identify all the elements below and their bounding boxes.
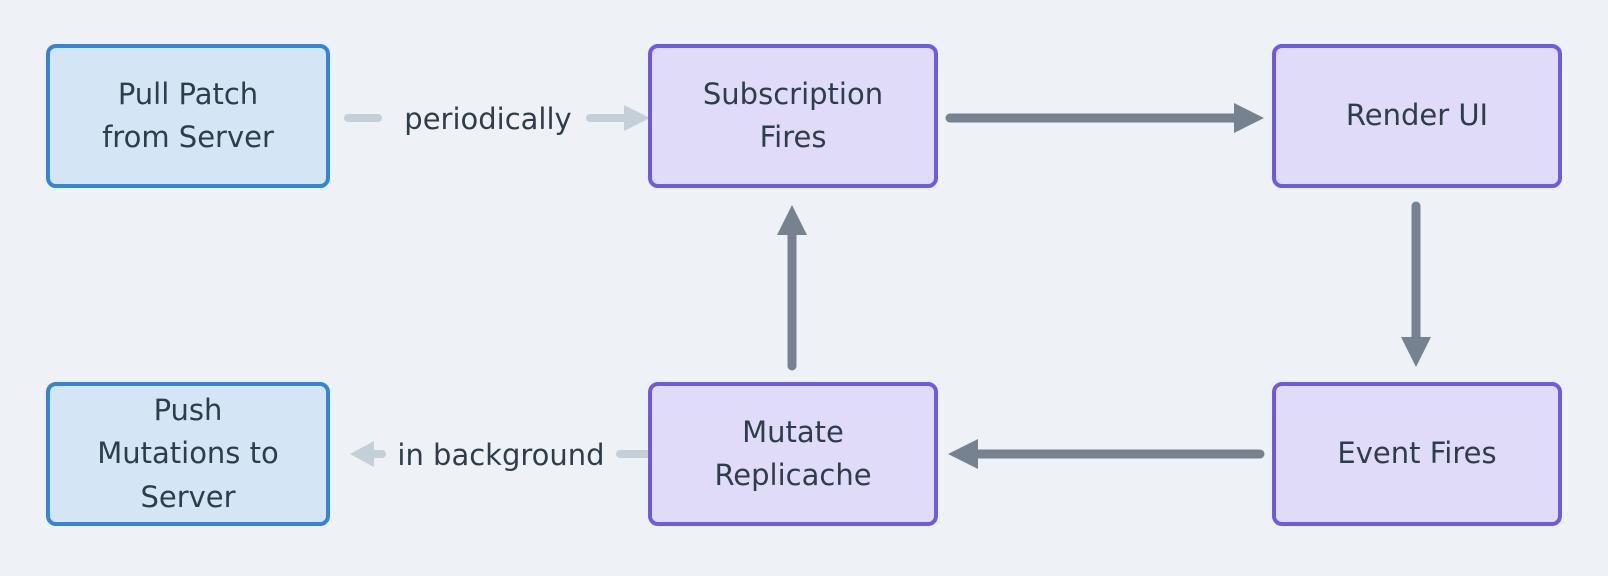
node-label: Subscription Fires	[702, 76, 884, 155]
arrow-event-to-mutate	[948, 439, 1265, 469]
node-event-fires: Event Fires	[1272, 382, 1562, 526]
node-mutate-replicache: Mutate Replicache	[648, 382, 938, 526]
arrow-mutate-to-push	[350, 441, 652, 467]
node-render-ui: Render UI	[1272, 44, 1562, 188]
arrow-render-to-event	[1401, 201, 1431, 367]
arrow-pull-to-subscription	[344, 105, 650, 131]
node-push-mutations-to-server: Push Mutations to Server	[46, 382, 330, 526]
arrow-mutate-to-subscription	[777, 205, 807, 371]
node-subscription-fires: Subscription Fires	[648, 44, 938, 188]
node-label: Render UI	[1345, 98, 1489, 133]
node-label: Event Fires	[1337, 436, 1497, 471]
node-pull-patch-from-server: Pull Patch from Server	[46, 44, 330, 188]
node-label: Mutate Replicache	[714, 414, 872, 493]
edge-label-periodically: periodically	[404, 102, 572, 136]
arrow-subscription-to-render	[945, 103, 1264, 133]
node-label: Push Mutations to Server	[97, 392, 279, 514]
edge-label-in-background: in background	[397, 438, 605, 472]
node-label: Pull Patch from Server	[102, 76, 274, 155]
